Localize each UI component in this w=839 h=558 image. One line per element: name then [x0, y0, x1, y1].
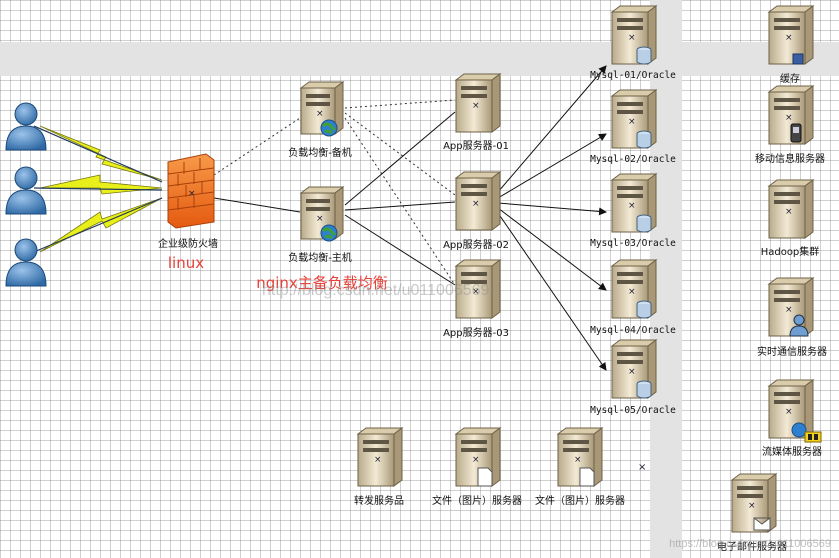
link-fw-lb-backup	[213, 117, 301, 176]
nginx-label: nginx主备负载均衡	[256, 274, 388, 292]
linux-label: linux	[167, 254, 205, 272]
svg-text:×: ×	[316, 214, 324, 224]
app-server-02-label: App服务器-02	[443, 240, 509, 251]
db-links	[497, 65, 607, 371]
main-links	[344, 111, 456, 286]
svg-text:×: ×	[574, 455, 582, 465]
broken-image-icon: ×	[638, 462, 646, 472]
svg-text:×: ×	[785, 113, 793, 123]
svg-text:×: ×	[628, 201, 636, 211]
app-server-03-label: App服务器-03	[443, 328, 509, 339]
app-server-02-icon: ×	[454, 171, 502, 231]
watermark-text: http://blog.csdn.net/u011006569	[262, 282, 490, 299]
hadoop-label: Hadoop集群	[760, 247, 820, 258]
app-server-03-icon: ×	[454, 259, 502, 319]
mail-label: 电子邮件服务器	[717, 542, 787, 553]
file-server-1-icon: ×	[454, 427, 502, 487]
stream-server-icon: ×	[767, 379, 822, 443]
svg-text:×: ×	[628, 117, 636, 127]
lb-backup-server-icon: ×	[299, 81, 345, 137]
corner-watermark: https://blog.csdn.net/u011006569	[669, 538, 831, 550]
file-server-2-label: 文件（图片）服务器	[535, 496, 625, 507]
svg-text:×: ×	[785, 407, 793, 417]
svg-text:×: ×	[748, 501, 756, 511]
mysql-02-db-server-icon: ×	[610, 89, 658, 149]
svg-text:×: ×	[316, 109, 324, 119]
mysql-02-label: Mysql-02/Oracle	[590, 154, 676, 165]
mysql-05-db-server-icon: ×	[610, 339, 658, 399]
cache-server-icon: ×	[767, 5, 815, 65]
mysql-03-label: Mysql-03/Oracle	[590, 238, 676, 249]
svg-text:×: ×	[628, 33, 636, 43]
firewall-label: 企业级防火墙	[158, 239, 218, 250]
app-server-01-label: App服务器-01	[443, 141, 509, 152]
mysql-05-label: Mysql-05/Oracle	[590, 405, 676, 416]
mysql-04-label: Mysql-04/Oracle	[590, 325, 676, 336]
user-icon	[5, 166, 47, 215]
mail-server-icon: ×	[730, 473, 778, 533]
realtime-server-icon: ×	[767, 277, 815, 337]
hadoop-server-icon: ×	[767, 179, 815, 239]
svg-text:×: ×	[472, 287, 480, 297]
user-icon	[5, 238, 47, 287]
horizontal-band	[0, 42, 839, 76]
svg-text:×: ×	[785, 207, 793, 217]
svg-text:×: ×	[188, 189, 196, 199]
file-server-1-label: 文件（图片）服务器	[432, 496, 522, 507]
svg-text:×: ×	[472, 101, 480, 111]
firewall-icon: ×	[167, 153, 215, 229]
lb-main-label: 负载均衡-主机	[288, 253, 352, 264]
mobile-server-icon: ×	[767, 85, 815, 145]
mysql-01-label: Mysql-01/Oracle	[590, 70, 676, 81]
lb-backup-label: 负载均衡-备机	[288, 148, 352, 159]
cache-label: 缓存	[780, 74, 800, 85]
svg-text:×: ×	[628, 367, 636, 377]
link-fw-lb-main	[213, 197, 301, 213]
user-cables	[33, 125, 163, 253]
svg-text:×: ×	[785, 33, 793, 43]
svg-text:×: ×	[374, 455, 382, 465]
svg-text:×: ×	[638, 462, 646, 472]
mysql-03-db-server-icon: ×	[610, 173, 658, 233]
svg-text:×: ×	[472, 455, 480, 465]
forward-server-icon: ×	[356, 427, 404, 487]
backup-links	[344, 99, 456, 286]
mobile-label: 移动信息服务器	[755, 154, 825, 165]
svg-text:×: ×	[472, 199, 480, 209]
realtime-label: 实时通信服务器	[757, 347, 827, 358]
mysql-04-db-server-icon: ×	[610, 259, 658, 319]
svg-text:×: ×	[785, 305, 793, 315]
forward-label: 转发服务品	[354, 496, 404, 507]
mysql-01-db-server-icon: ×	[610, 5, 658, 65]
app-server-01-icon: ×	[454, 73, 502, 133]
stream-label: 流媒体服务器	[762, 447, 822, 458]
user-icon	[5, 102, 47, 151]
svg-text:×: ×	[628, 287, 636, 297]
file-server-2-icon: ×	[556, 427, 604, 487]
lb-main-server-icon: ×	[299, 186, 345, 242]
